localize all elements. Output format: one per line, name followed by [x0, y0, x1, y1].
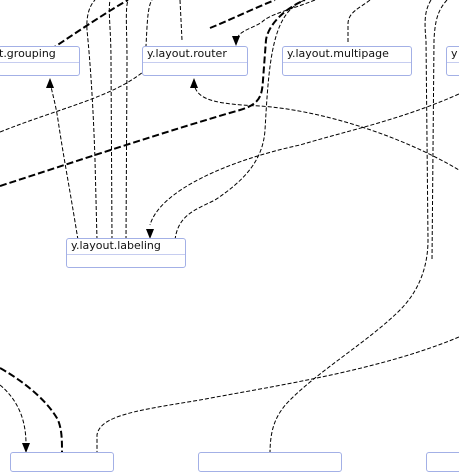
node-label: y.layout.router [143, 47, 247, 63]
edge [235, 0, 316, 43]
edge [0, 0, 153, 133]
edge [269, 0, 432, 455]
edge [108, 0, 113, 241]
edge [125, 0, 129, 241]
edge [174, 0, 306, 241]
node-multipage[interactable]: y.layout.multipage [282, 46, 412, 76]
edge [0, 384, 27, 445]
node-router[interactable]: y.layout.router [142, 46, 248, 76]
node-label: t.grouping [0, 47, 79, 63]
edge-bold [49, 0, 129, 51]
edges [0, 0, 459, 455]
edge [86, 0, 98, 241]
node-grouping[interactable]: t.grouping [0, 46, 80, 76]
arrowhead [146, 229, 154, 239]
edge [149, 93, 459, 226]
node-label: y.layout.multipage [283, 47, 411, 63]
node-label: y.layout.labeling [67, 239, 185, 255]
node-label: y [447, 47, 459, 63]
arrowheads [22, 36, 240, 453]
node-bottom-center[interactable] [198, 452, 342, 472]
edge [193, 81, 459, 171]
edge [179, 0, 183, 41]
arrowhead [22, 443, 30, 453]
node-labeling[interactable]: y.layout.labeling [66, 238, 186, 268]
edge [431, 0, 448, 261]
edge-bold [209, 0, 276, 29]
arrowhead [46, 78, 54, 88]
arrowhead [232, 36, 240, 46]
node-bottom-right[interactable] [426, 452, 459, 472]
diagram-canvas [0, 0, 459, 455]
arrowhead [190, 78, 198, 88]
node-offscreen-right[interactable]: y [446, 46, 459, 76]
edge [49, 79, 79, 241]
node-bottom-left[interactable] [10, 452, 114, 472]
edge-bold [0, 0, 306, 187]
edge [347, 0, 371, 44]
edge-bold [0, 367, 63, 455]
edge [96, 336, 459, 454]
